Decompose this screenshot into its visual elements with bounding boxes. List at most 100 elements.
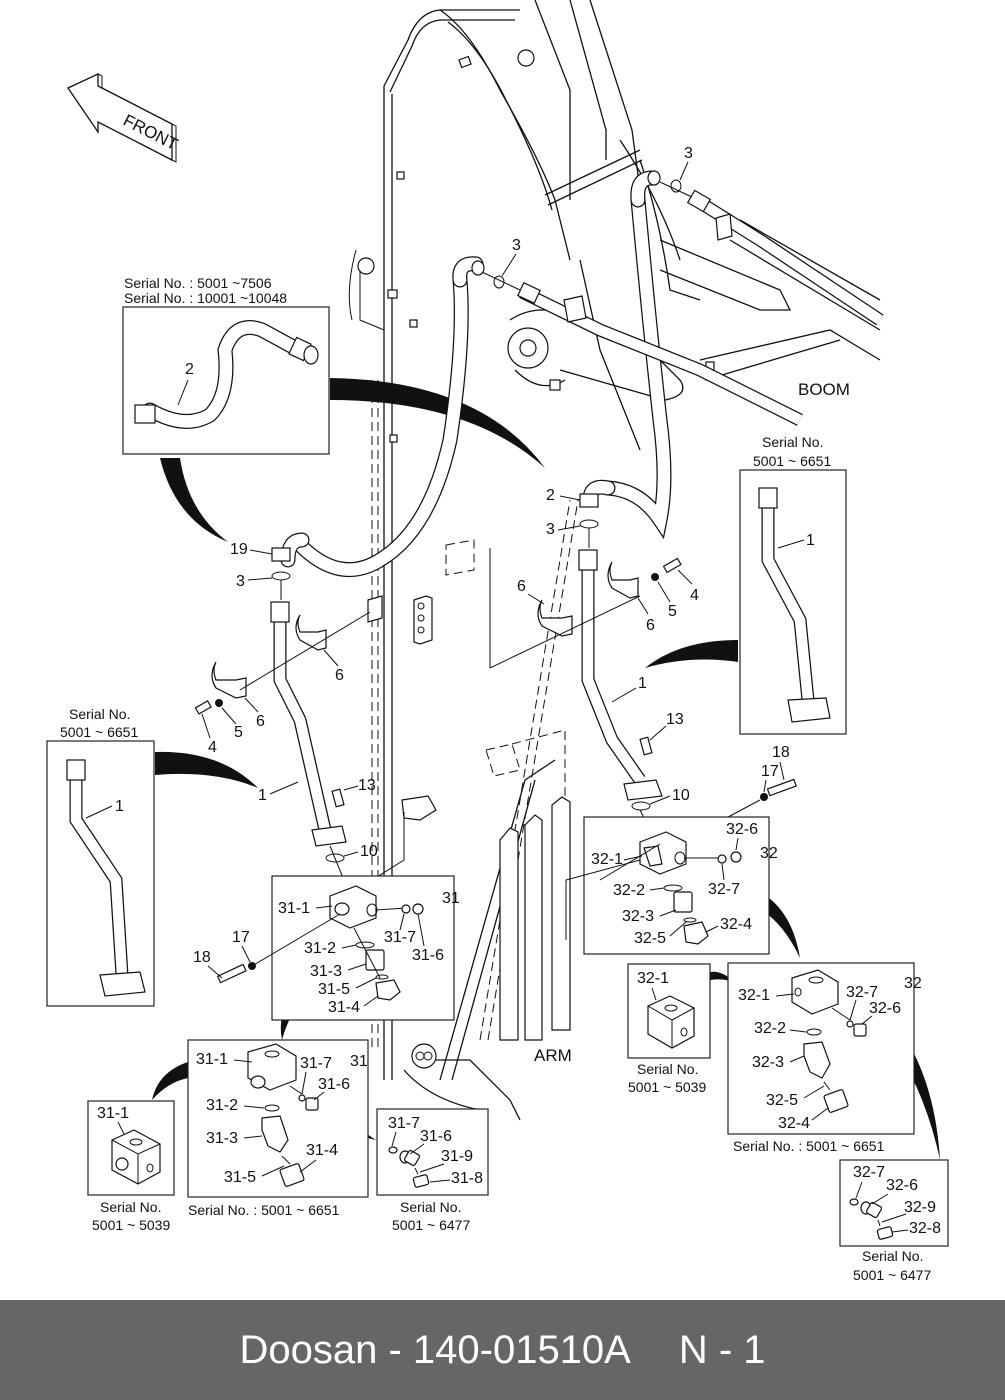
assy32-label-32-3: 32-3 (752, 1054, 784, 1071)
plug31-serial-label: Serial No. (400, 1199, 461, 1215)
block31-assy-group: 31 (350, 1053, 368, 1070)
block31-old-drawing (111, 1129, 161, 1185)
block32-old-serial-label: Serial No. (637, 1061, 698, 1077)
front-label: FRONT (120, 111, 181, 155)
callout-13-left: 13 (358, 777, 376, 794)
pipe-right (578, 549, 663, 801)
bolt-18-right (766, 778, 797, 797)
callout-5-left: 5 (234, 724, 243, 741)
block32-assy-caption: Serial No. : 5001 ~ 6651 (733, 1138, 885, 1154)
arrow-hose-inset-to-main (330, 378, 545, 468)
assy32-label-32-5: 32-5 (766, 1092, 798, 1109)
hose-variant-drawing (134, 320, 319, 429)
hose-inset-serial-1: Serial No. : 5001 ~7506 (124, 275, 272, 291)
assy31-label-31-2: 31-2 (206, 1097, 238, 1114)
block31-old-serial-label: Serial No. (100, 1199, 161, 1215)
clamp-right-b (537, 599, 573, 637)
callout-6-right-b: 6 (646, 617, 655, 634)
clamp-left-a (295, 614, 327, 651)
callout-3-left: 3 (236, 573, 245, 590)
pipe-left-inset (46, 740, 155, 1007)
callout-3-top-mid: 3 (512, 237, 521, 254)
block32-old-drawing (647, 995, 695, 1049)
pipe-left-inset-serial-label: Serial No. (69, 706, 130, 722)
plug31-label-31-8: 31-8 (451, 1170, 483, 1187)
block31-old-serial-range: 5001 ~ 5039 (92, 1217, 170, 1233)
hose-main (280, 170, 672, 578)
plug32-serial-range: 5001 ~ 6477 (853, 1267, 931, 1283)
callout-6-left-b: 6 (256, 713, 265, 730)
plug31-label-31-9: 31-9 (441, 1148, 473, 1165)
assy32-label-32-6: 32-6 (869, 1000, 901, 1017)
callout-31-1: 31-1 (278, 900, 310, 917)
footer-brand: Doosan (239, 1327, 378, 1372)
pipe-right-inset-serial-range: 5001 ~ 6651 (753, 453, 831, 469)
assy32-label-32-1: 32-1 (738, 987, 770, 1004)
callout-32: 32 (760, 845, 778, 862)
callout-31-6: 31-6 (412, 947, 444, 964)
assy31-label-31-6: 31-6 (318, 1076, 350, 1093)
callout-18-left: 18 (193, 949, 211, 966)
callout-3-right: 3 (546, 521, 555, 538)
callout-32-7: 32-7 (708, 881, 740, 898)
footer-part-number: 140-01510A (412, 1327, 631, 1372)
callout-32-4: 32-4 (720, 916, 752, 933)
assy32-label-32-4: 32-4 (778, 1115, 810, 1132)
assy31-label-31-1: 31-1 (196, 1051, 228, 1068)
callout-17-right: 17 (761, 763, 779, 780)
assy31-label-31-5: 31-5 (224, 1169, 256, 1186)
callout-31-3: 31-3 (310, 963, 342, 980)
clamp-left-b (211, 661, 247, 699)
block32-old-label: 32-1 (637, 970, 669, 987)
footer-bar: Doosan - 140-01510A N - 1 (0, 1300, 1005, 1400)
bolt-4-left (194, 700, 212, 715)
block32-assy-group: 32 (904, 975, 922, 992)
plug32-serial-label: Serial No. (862, 1248, 923, 1264)
parts-diagram: FRONT (46, 0, 949, 1283)
callout-1-inset-left: 1 (115, 798, 124, 815)
callout-18-right: 18 (772, 744, 790, 761)
block31-assy-drawing (247, 1043, 319, 1187)
pipe-right-inset-drawing (758, 487, 831, 723)
callout-13-right: 13 (666, 711, 684, 728)
arrow-assy31-to-old (152, 1062, 188, 1100)
pipe-right-inset-serial-label: Serial No. (762, 434, 823, 450)
callout-3-top-right: 3 (684, 145, 693, 162)
arm-structure (367, 499, 579, 1121)
callout-31-7: 31-7 (384, 929, 416, 946)
block31-drawing (329, 885, 424, 1001)
callout-32-6: 32-6 (726, 821, 758, 838)
callout-31-2: 31-2 (304, 940, 336, 957)
callout-10-left: 10 (360, 843, 378, 860)
callout-6-left-a: 6 (335, 667, 344, 684)
washer-17-right (760, 793, 768, 801)
fitting-2 (579, 493, 599, 508)
washer-17-left (248, 962, 256, 970)
callout-32-5: 32-5 (634, 930, 666, 947)
arrow-pipe-left-inset (155, 751, 258, 788)
arrow-pipe-right-inset (645, 640, 738, 668)
callout-6-right-a: 6 (517, 578, 526, 595)
plug31-label-31-6: 31-6 (420, 1128, 452, 1145)
plug31-drawing (388, 1146, 430, 1188)
washer-5-left (215, 699, 223, 707)
pipe-left-inset-drawing (66, 759, 146, 997)
assy31-label-31-7: 31-7 (300, 1055, 332, 1072)
bolt-4-right (662, 557, 682, 574)
callout-2-inset: 2 (185, 361, 194, 378)
bolt-18-left (216, 963, 247, 984)
assy32-label-32-7: 32-7 (846, 984, 878, 1001)
assy32-label-32-2: 32-2 (754, 1020, 786, 1037)
block32-drawing (639, 831, 742, 945)
bolt-13-right (639, 736, 653, 756)
plug31-serial-range: 5001 ~ 6477 (392, 1217, 470, 1233)
plug31-label-31-7: 31-7 (388, 1115, 420, 1132)
arrow-hose-inset-to-19 (160, 458, 228, 542)
block32-assy-drawing (791, 969, 867, 1113)
callout-2-main: 2 (546, 487, 555, 504)
plug32-label-32-7: 32-7 (853, 1164, 885, 1181)
callout-1-right: 1 (638, 675, 647, 692)
region-label-arm: ARM (534, 1046, 572, 1065)
callout-31-4: 31-4 (328, 999, 360, 1016)
plug32-label-32-8: 32-8 (909, 1220, 941, 1237)
